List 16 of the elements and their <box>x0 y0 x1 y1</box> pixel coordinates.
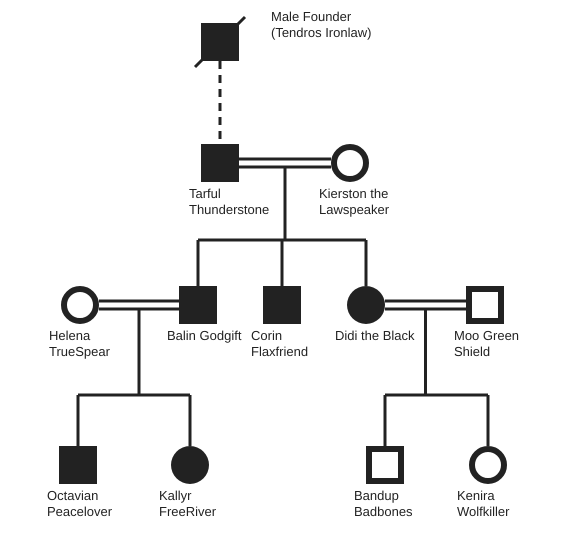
name-label: Octavian Peacelover <box>47 488 114 520</box>
name-label: Tarful Thunderstone <box>189 186 270 218</box>
marriage-line <box>384 300 468 310</box>
name-label: Bandup Badbones <box>354 488 414 520</box>
marriage-line <box>238 158 332 168</box>
marriage-line <box>98 300 180 310</box>
descent-line <box>76 308 192 448</box>
name-label: Helena TrueSpear <box>49 328 111 360</box>
name-label: Didi the Black <box>335 328 416 344</box>
name-label: Kallyr FreeRiver <box>159 488 218 520</box>
descent-line <box>196 166 368 288</box>
descent-line <box>384 308 490 448</box>
name-label: Kenira Wolfkiller <box>457 488 510 520</box>
name-label: Male Founder (Tendros Ironlaw) <box>271 9 372 41</box>
name-label: Kierston the Lawspeaker <box>319 186 390 218</box>
name-label: Moo Green Shield <box>454 328 520 360</box>
